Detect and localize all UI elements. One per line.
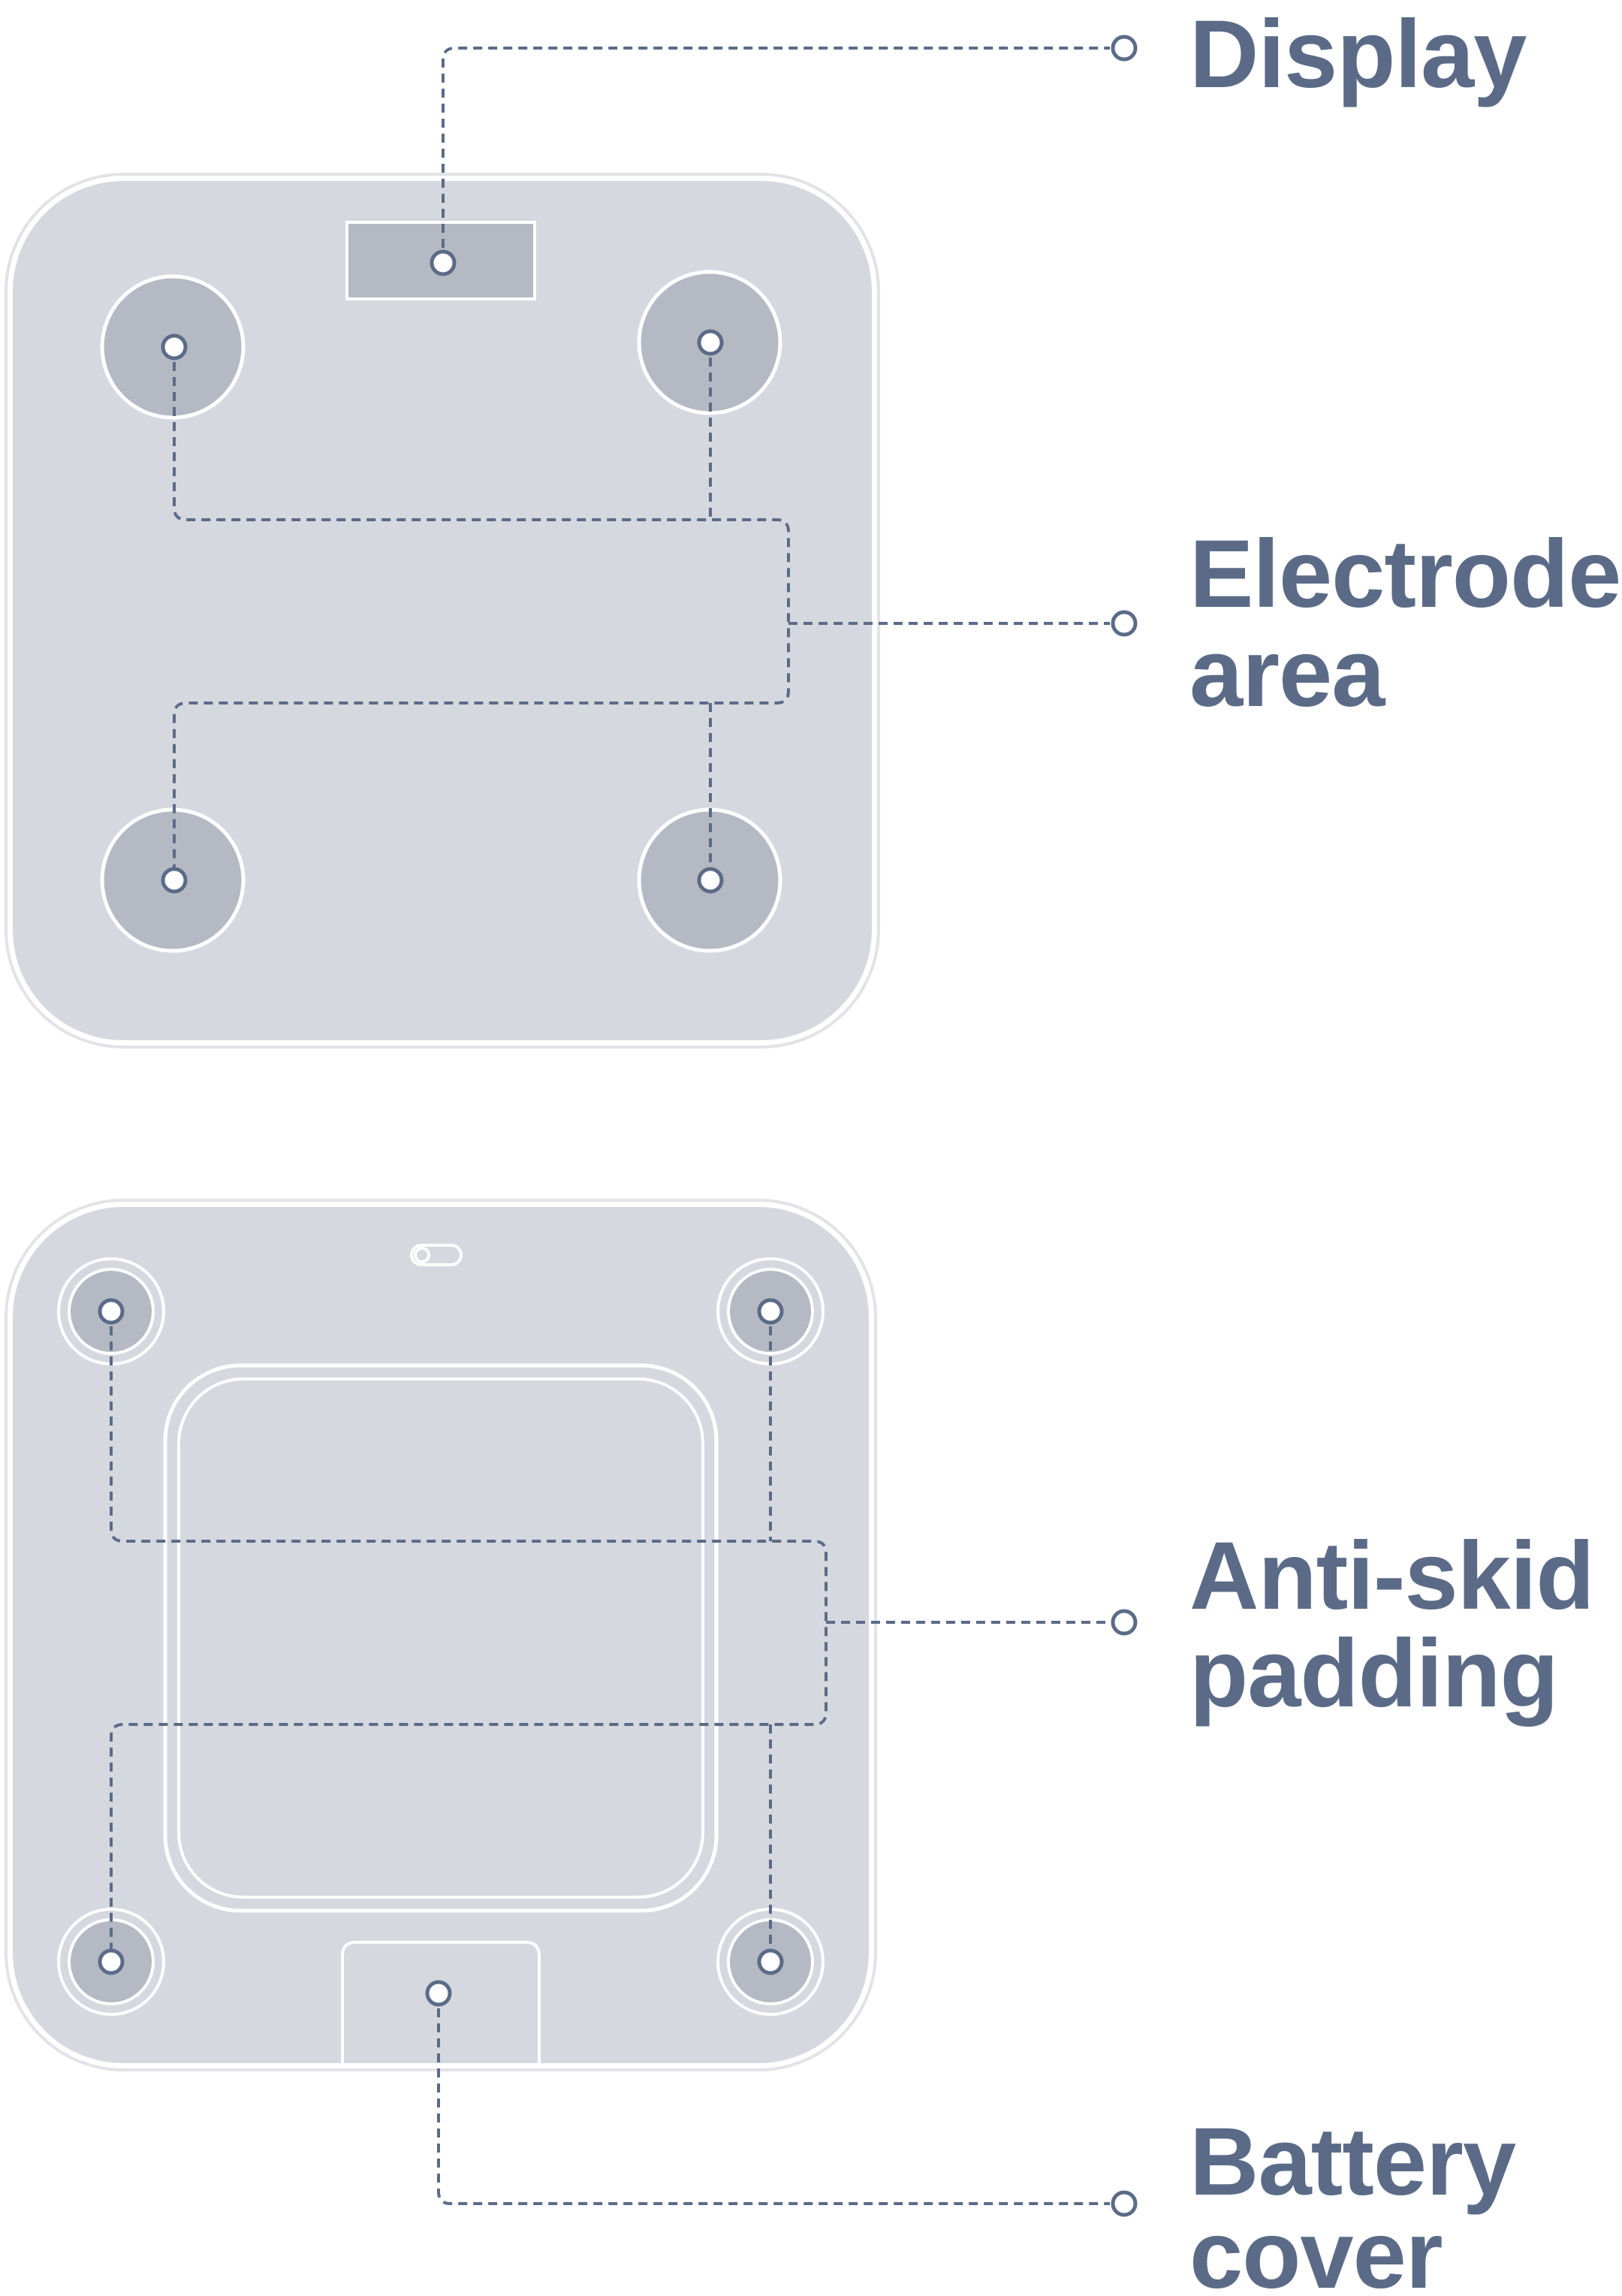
scale-bottom-view: [5, 1199, 1138, 2217]
center-panel-inner: [177, 1377, 704, 1899]
display-anchor-dot: [430, 249, 457, 276]
battery-label-dot: [1111, 2190, 1138, 2217]
scale-bottom-body: [8, 1202, 873, 2068]
electrode-anchor-dot: [161, 333, 188, 361]
anti-skid-anchor-dot: [98, 1298, 125, 1325]
display-label-dot: [1111, 35, 1138, 62]
electrode-anchor-dot: [161, 867, 188, 894]
battery-cover-label-line-1: Battery: [1189, 2108, 1516, 2216]
display-leader-line: [442, 47, 1110, 263]
electrode-leader-line: [173, 347, 790, 880]
anti-skid-label-line-2: padding: [1189, 1620, 1558, 1727]
electrode-label-dot: [1111, 610, 1138, 637]
scale-bottom-outline: [5, 1199, 877, 2071]
scale-top-outline: [5, 173, 880, 1048]
electrode-anchor-dot: [697, 867, 724, 894]
anti-skid-anchor-dot: [757, 1948, 784, 1975]
battery-cover-outline: [341, 1941, 541, 2067]
callout-labels: Display Electrode area Anti-skid padding…: [1189, 1, 1621, 2296]
electrode-anchor-dot: [697, 329, 724, 356]
anti-skid-anchor-dot: [757, 1298, 784, 1325]
center-panel-outer: [163, 1363, 719, 1913]
battery-anchor-dot: [425, 1980, 452, 2007]
scale-top-view: [5, 35, 1138, 1048]
anti-skid-leader-line: [110, 1311, 828, 1962]
anti-skid-label-dot: [1111, 1609, 1138, 1636]
electrode-area-label-line-1: Electrode: [1189, 520, 1620, 628]
toggle-switch-knob: [414, 1247, 430, 1263]
anti-skid-foot-ring: [57, 1908, 165, 2016]
electrode-area-label-line-2: area: [1189, 620, 1385, 727]
anti-skid-label-line-1: Anti-skid: [1189, 1522, 1594, 1630]
battery-cover-label-line-2: cover: [1189, 2201, 1443, 2296]
display-label: Display: [1189, 1, 1527, 108]
battery-leader-line: [437, 1993, 1110, 2205]
anti-skid-anchor-dot: [98, 1948, 125, 1975]
